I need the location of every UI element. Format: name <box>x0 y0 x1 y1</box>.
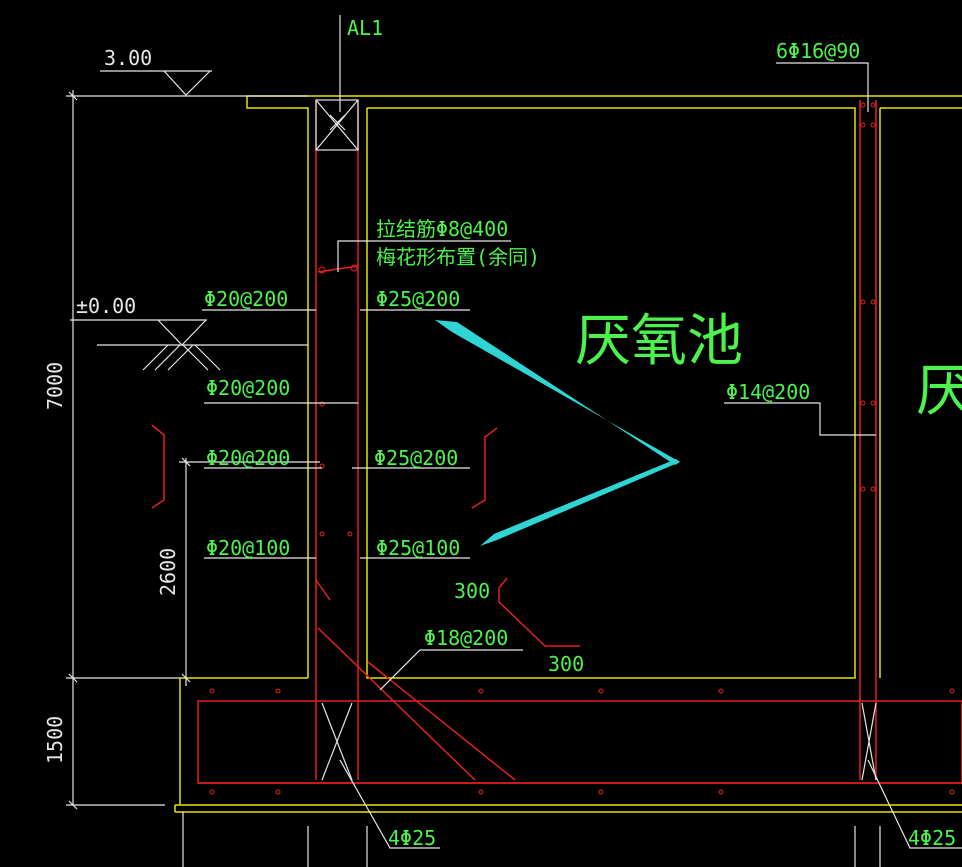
beam-label: AL1 <box>347 16 383 40</box>
haunch-width-label: 300 <box>454 579 490 603</box>
concrete-outline <box>174 95 962 813</box>
bottom-bar-right-label: 4Φ25 <box>908 826 956 850</box>
labels: AL1 3.00 ±0.00 6Φ16@90 拉结筋Φ8@400 梅花形布置(余… <box>43 16 962 850</box>
haunch-rebar-label: Φ18@200 <box>424 626 508 650</box>
top-rebar-label: 6Φ16@90 <box>776 39 860 63</box>
left-rebar-label-1: Φ20@200 <box>204 287 288 311</box>
mid-rebar-label-1: Φ25@200 <box>376 287 460 311</box>
mid-rebar-label-3: Φ25@100 <box>376 536 460 560</box>
left-rebar-label-2: Φ20@200 <box>206 376 290 400</box>
tie-bar-label-2: 梅花形布置(余同) <box>376 245 540 269</box>
rebar-layout <box>197 99 962 795</box>
section-markers <box>151 424 580 647</box>
tie-bar-label-1: 拉结筋Φ8@400 <box>376 217 508 241</box>
tank-name-label: 厌氧池 <box>575 309 743 374</box>
top-elevation-label: 3.00 <box>104 46 152 70</box>
ground-elevation-label: ±0.00 <box>76 294 136 318</box>
callout-arrows <box>435 320 680 546</box>
left-rebar-label-4: Φ20@100 <box>206 536 290 560</box>
bottom-bar-left-label: 4Φ25 <box>388 826 436 850</box>
slab-rebar-dots <box>209 102 955 795</box>
right-rebar-label: Φ14@200 <box>726 380 810 404</box>
dim-base-label: 1500 <box>43 716 67 764</box>
dim-total-label: 7000 <box>43 362 67 410</box>
dimension-lines <box>66 15 962 867</box>
haunch-height-label: 300 <box>548 652 584 676</box>
mid-rebar-label-2: Φ25@200 <box>374 446 458 470</box>
tank-name-cut-label: 厌 <box>916 359 962 424</box>
dim-lower-label: 2600 <box>156 548 180 596</box>
left-rebar-label-3: Φ20@200 <box>206 446 290 470</box>
